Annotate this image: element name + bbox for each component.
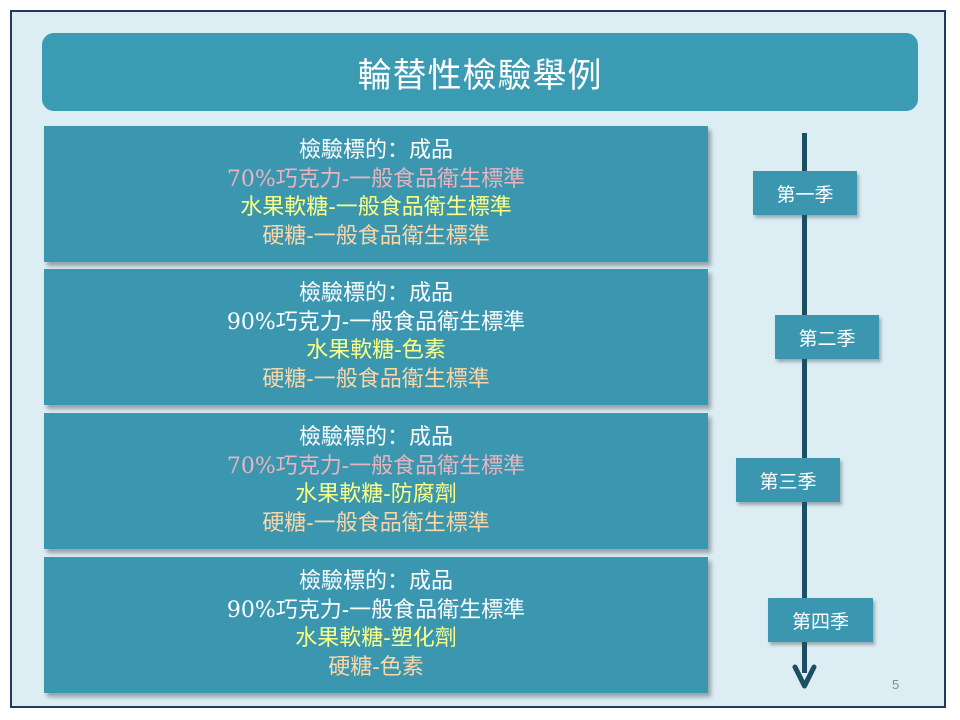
season-3-button[interactable]: 第三季 [736,458,840,502]
hard-candy-item: 硬糖-一般食品衛生標準 [262,510,490,536]
timeline-line [802,133,807,673]
gummy-item: 水果軟糖-一般食品衛生標準 [240,195,512,220]
season-1-button[interactable]: 第一季 [753,171,857,215]
gummy-item: 水果軟糖-防腐劑 [295,482,457,507]
arrow-down-icon [792,664,817,689]
box-header: 檢驗標的：成品 [298,281,453,306]
season-1-box: 檢驗標的：成品 70%巧克力-一般食品衛生標準 水果軟糖-一般食品衛生標準 硬糖… [44,126,708,262]
title-bar: 輪替性檢驗舉例 [42,33,918,111]
season-2-button[interactable]: 第二季 [775,315,879,359]
hard-candy-item: 硬糖-色素 [328,654,424,680]
season-3-box: 檢驗標的：成品 70%巧克力-一般食品衛生標準 水果軟糖-防腐劑 硬糖-一般食品… [44,413,708,549]
chocolate-item: 70%巧克力-一般食品衛生標準 [226,166,526,192]
chocolate-item: 90%巧克力-一般食品衛生標準 [226,597,526,623]
season-4-box: 檢驗標的：成品 90%巧克力-一般食品衛生標準 水果軟糖-塑化劑 硬糖-色素 [44,557,708,693]
gummy-item: 水果軟糖-色素 [306,338,446,363]
chocolate-item: 70%巧克力-一般食品衛生標準 [226,453,526,479]
chocolate-item: 90%巧克力-一般食品衛生標準 [226,309,526,335]
gummy-item: 水果軟糖-塑化劑 [295,626,457,651]
box-header: 檢驗標的：成品 [298,569,453,594]
box-header: 檢驗標的：成品 [298,138,453,163]
slide-title: 輪替性檢驗舉例 [357,55,603,96]
page-number: 5 [892,677,900,692]
season-2-box: 檢驗標的：成品 90%巧克力-一般食品衛生標準 水果軟糖-色素 硬糖-一般食品衛… [44,269,708,405]
hard-candy-item: 硬糖-一般食品衛生標準 [262,223,490,249]
season-4-button[interactable]: 第四季 [768,598,873,642]
hard-candy-item: 硬糖-一般食品衛生標準 [262,366,490,392]
box-header: 檢驗標的：成品 [298,425,453,450]
